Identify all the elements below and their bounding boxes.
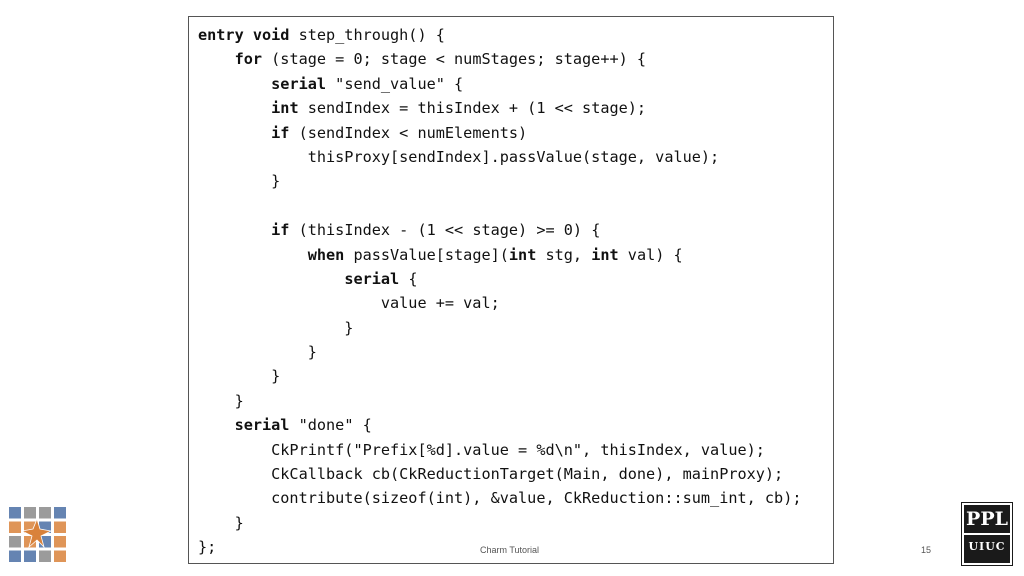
code-line: }	[198, 389, 801, 413]
code-block: entry void step_through() { for (stage =…	[198, 23, 801, 560]
code-text	[198, 124, 271, 142]
code-keyword: int	[508, 245, 537, 264]
code-line: }	[198, 364, 801, 388]
ppl-uiuc-logo: PPL UIUC	[961, 502, 1013, 566]
code-text: step_through() {	[289, 26, 445, 44]
code-keyword: serial	[344, 269, 400, 288]
page-number: 15	[921, 545, 932, 555]
code-text: }	[198, 172, 281, 191]
code-text: val) {	[618, 245, 683, 264]
code-line: serial {	[198, 267, 801, 291]
code-line: CkCallback cb(CkReductionTarget(Main, do…	[198, 462, 801, 486]
code-line: int sendIndex = thisIndex + (1 << stage)…	[198, 96, 801, 120]
code-keyword: if	[271, 221, 290, 240]
code-line: CkPrintf("Prefix[%d].value = %d\n", this…	[198, 438, 801, 462]
code-text: (thisIndex - (1 << stage) >= 0) {	[289, 221, 601, 240]
code-text: value += val;	[198, 294, 500, 313]
code-line: entry void step_through() {	[198, 23, 801, 47]
code-text	[198, 416, 235, 434]
charm-logo-icon	[9, 507, 66, 562]
code-panel: entry void step_through() { for (stage =…	[188, 16, 834, 564]
code-keyword: entry void	[198, 26, 290, 44]
code-keyword: for	[234, 50, 263, 69]
code-text: CkPrintf("Prefix[%d].value = %d\n", this…	[198, 440, 765, 459]
code-keyword: if	[271, 123, 290, 142]
code-line: serial "done" {	[198, 413, 801, 437]
code-text: thisProxy[sendIndex].passValue(stage, va…	[198, 147, 720, 166]
code-line: when passValue[stage](int stg, int val) …	[198, 243, 801, 267]
code-line: value += val;	[198, 291, 801, 315]
code-line: }	[198, 169, 801, 193]
code-line: }	[198, 316, 801, 340]
code-keyword: serial	[234, 416, 290, 435]
code-keyword: serial	[271, 74, 327, 93]
code-text: }	[198, 318, 354, 337]
code-keyword: when	[307, 245, 345, 264]
ppl-logo-text: PPL	[964, 505, 1010, 535]
code-line: for (stage = 0; stage < numStages; stage…	[198, 47, 801, 71]
code-text: }	[198, 367, 281, 386]
code-line: if (thisIndex - (1 << stage) >= 0) {	[198, 218, 801, 242]
code-text	[198, 99, 271, 117]
code-text: CkCallback cb(CkReductionTarget(Main, do…	[198, 465, 784, 484]
code-text: stg,	[536, 245, 592, 264]
code-text: contribute(sizeof(int), &value, CkReduct…	[198, 489, 802, 508]
code-line: contribute(sizeof(int), &value, CkReduct…	[198, 486, 801, 510]
code-line: };	[198, 535, 801, 559]
code-keyword: int	[271, 99, 299, 118]
code-text: "send_value" {	[326, 74, 464, 93]
code-text: {	[399, 269, 418, 288]
code-text: }	[198, 343, 317, 362]
code-line: }	[198, 511, 801, 535]
code-line: }	[198, 340, 801, 364]
code-text: }	[198, 513, 244, 532]
code-keyword: int	[591, 245, 619, 264]
uiuc-logo-text: UIUC	[968, 540, 1006, 553]
code-line: serial "send_value" {	[198, 72, 801, 96]
code-text	[198, 221, 271, 239]
code-line: if (sendIndex < numElements)	[198, 121, 801, 145]
footer-title: Charm Tutorial	[480, 545, 540, 555]
code-text	[198, 270, 344, 288]
code-text	[198, 75, 271, 93]
code-text: sendIndex = thisIndex + (1 << stage);	[298, 99, 647, 118]
code-text: "done" {	[289, 416, 372, 435]
code-text	[198, 246, 308, 264]
code-line: thisProxy[sendIndex].passValue(stage, va…	[198, 145, 801, 169]
code-text: }	[198, 391, 244, 410]
code-line	[198, 194, 801, 218]
code-text: (stage = 0; stage < numStages; stage++) …	[262, 50, 647, 69]
code-text: passValue[stage](	[344, 245, 509, 264]
code-text: };	[198, 538, 217, 557]
code-text	[198, 50, 235, 68]
code-text: (sendIndex < numElements)	[289, 123, 528, 142]
